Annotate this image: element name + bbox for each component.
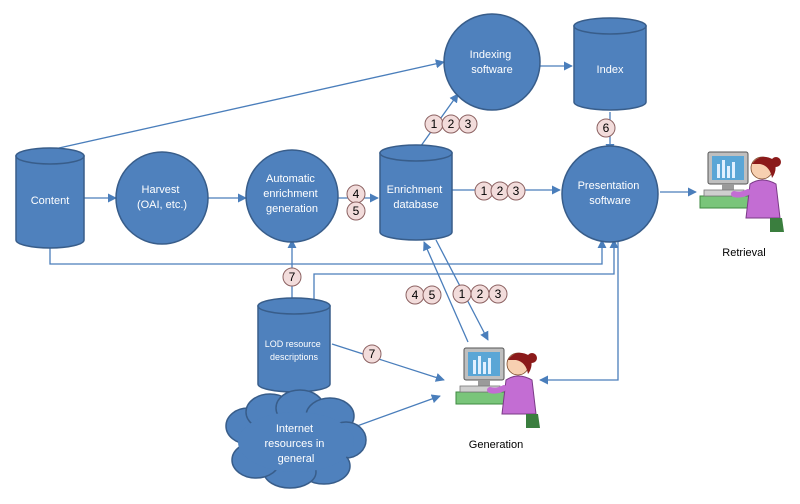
internet-label-line2: resources in	[265, 438, 325, 450]
svg-text:1: 1	[459, 287, 466, 301]
badge-presentation-3: 3	[506, 181, 526, 201]
svg-text:4: 4	[412, 288, 419, 302]
arrow-lod-to-generation	[331, 343, 445, 382]
indexing-node: Indexing software	[443, 13, 541, 111]
badge-generation-5: 5	[422, 285, 442, 305]
presentation-label-line1: Presentation	[578, 180, 640, 192]
badge-generation-2: 2	[470, 284, 490, 304]
badge-enrichment-5: 5	[346, 201, 366, 221]
svg-text:2: 2	[477, 287, 484, 301]
auto-enrichment-label-line2: enrichment	[263, 188, 317, 200]
arrow-internet-to-generation	[345, 394, 441, 431]
lod-label-line2: descriptions	[270, 352, 319, 362]
svg-text:4: 4	[353, 187, 360, 201]
internet-cloud-node: Internet resources in general	[225, 389, 367, 489]
lod-node: LOD resource descriptions	[257, 297, 331, 393]
badge-index-6: 6	[596, 118, 616, 138]
svg-text:2: 2	[448, 117, 455, 131]
svg-text:3: 3	[465, 117, 472, 131]
auto-enrichment-label-line3: generation	[266, 203, 318, 215]
generation-label: Generation	[469, 439, 523, 451]
badge-indexing-1: 1	[424, 114, 444, 134]
svg-text:Harvest (OAI, etc.): Harvest (OAI, etc.)	[137, 184, 187, 211]
badge-generation-4: 4	[405, 285, 425, 305]
enrichment-db-node: Enrichment database	[379, 144, 453, 241]
content-node: Content	[15, 147, 85, 249]
internet-label-line1: Internet	[276, 423, 313, 435]
badge-lod-generation-7: 7	[362, 344, 382, 364]
index-label: Index	[597, 64, 624, 76]
svg-text:2: 2	[497, 184, 504, 198]
harvest-label-line1: Harvest	[142, 184, 180, 196]
badge-presentation-1: 1	[474, 181, 494, 201]
retrieval-label: Retrieval	[722, 247, 765, 259]
badge-indexing-3: 3	[458, 114, 478, 134]
svg-text:5: 5	[353, 204, 360, 218]
badge-generation-3: 3	[488, 284, 508, 304]
badge-presentation-2: 2	[490, 181, 510, 201]
svg-text:Presentation software: Presentation software	[578, 180, 643, 207]
presentation-node: Presentation software	[561, 145, 659, 243]
generation-user-icon	[455, 347, 540, 428]
badges: 1 2 3 1 2 3 6 4 5 7 7 4 5 1 2 3	[282, 114, 616, 364]
svg-text:LOD resource description: LOD resource descriptions	[265, 339, 324, 362]
enrichment-db-label-line2: database	[393, 199, 438, 211]
indexing-label-line1: Indexing	[470, 49, 512, 61]
lod-label-line1: LOD resource	[265, 339, 321, 349]
svg-text:Automatic enrichment: Automatic enrichment generation	[263, 173, 320, 215]
svg-text:7: 7	[369, 347, 376, 361]
svg-text:Indexing software: Indexing software	[470, 49, 515, 76]
enrichment-db-label-line1: Enrichment	[387, 184, 443, 196]
svg-text:Internet resources in: Internet resources in general	[265, 423, 328, 465]
svg-text:1: 1	[431, 117, 438, 131]
content-label: Content	[31, 195, 70, 207]
internet-label-line3: general	[278, 453, 315, 465]
svg-text:7: 7	[289, 270, 296, 284]
svg-text:3: 3	[495, 287, 502, 301]
harvest-label-line2: (OAI, etc.)	[137, 199, 187, 211]
arrow-lod-to-presentation	[313, 239, 619, 300]
retrieval-user-icon	[699, 151, 784, 232]
svg-text:Content: Content	[31, 195, 70, 207]
svg-text:6: 6	[603, 121, 610, 135]
badge-lod-7: 7	[282, 267, 302, 287]
svg-text:1: 1	[481, 184, 488, 198]
harvest-node: Harvest (OAI, etc.)	[115, 151, 209, 245]
arrow-content-to-presentation	[49, 239, 607, 265]
presentation-label-line2: software	[589, 195, 631, 207]
svg-text:3: 3	[513, 184, 520, 198]
badge-generation-1: 1	[452, 284, 472, 304]
svg-text:Index: Index	[597, 64, 624, 76]
arrow-presentation-to-generation	[539, 242, 619, 385]
arrow-content-to-indexing	[49, 59, 445, 151]
badge-indexing-2: 2	[441, 114, 461, 134]
connectors	[49, 59, 697, 431]
indexing-label-line2: software	[471, 64, 513, 76]
arrow-generation-to-db	[423, 241, 469, 343]
badge-enrichment-4: 4	[346, 184, 366, 204]
auto-enrichment-label-line1: Automatic	[266, 173, 315, 185]
svg-text:Enrichment database: Enrichment database	[387, 184, 446, 211]
index-node: Index	[573, 17, 647, 111]
svg-text:5: 5	[429, 288, 436, 302]
auto-enrichment-node: Automatic enrichment generation	[245, 149, 339, 243]
